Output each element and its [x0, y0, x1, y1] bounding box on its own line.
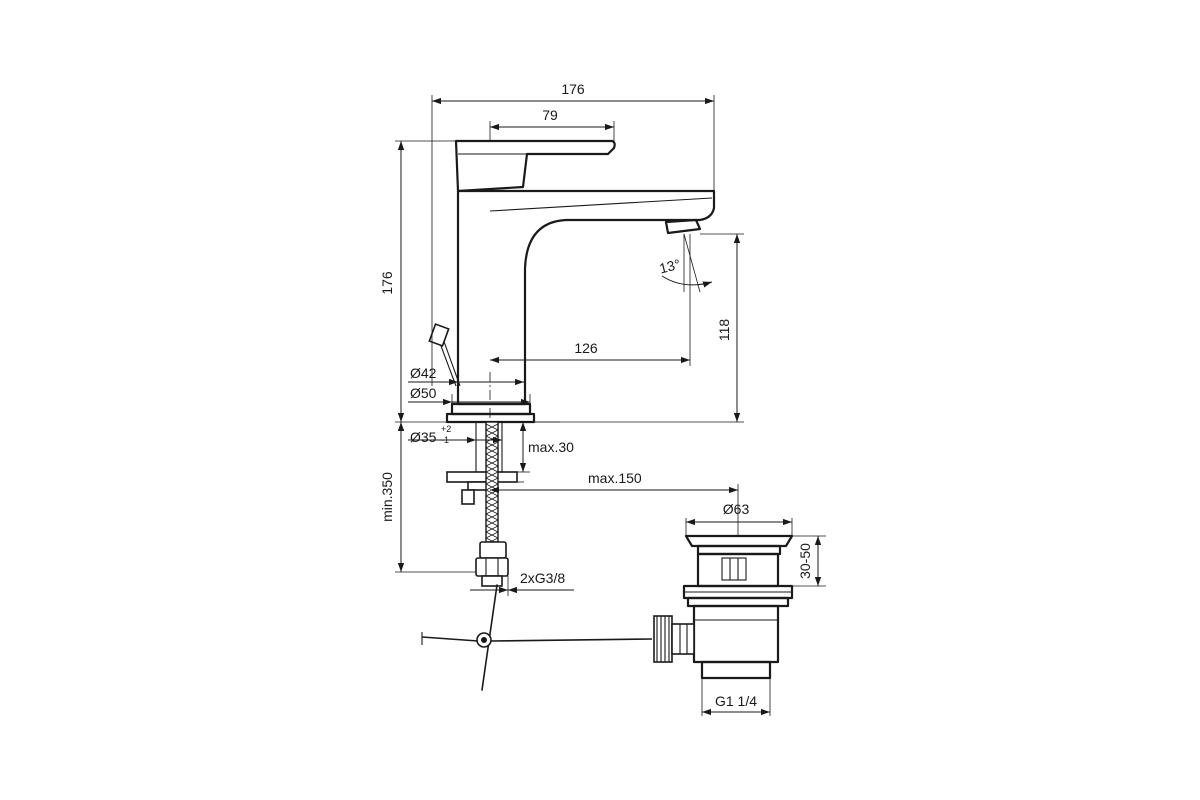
waste-drain [653, 534, 794, 680]
faucet-lever [454, 139, 616, 193]
label-connection: 2xG3/8 [520, 570, 565, 586]
faucet [428, 139, 716, 430]
label-min-hose: min.350 [379, 472, 395, 522]
label-spout-height: 118 [716, 319, 732, 342]
faucet-body [456, 189, 716, 406]
label-waste-range: 30-50 [797, 543, 813, 579]
label-hole-dia: Ø35 [410, 429, 437, 445]
mounting-plate [446, 471, 518, 483]
label-overall-width: 176 [561, 81, 585, 97]
label-waste-thread: G1 1/4 [715, 693, 757, 709]
hose-fitting [479, 541, 507, 559]
dimension-lines [395, 95, 826, 716]
mounting [421, 421, 653, 691]
popup-knob [428, 323, 450, 347]
label-max-thickness: max.30 [528, 439, 574, 455]
label-lever-length: 79 [542, 107, 558, 123]
label-hole-tol-plus: +2 [441, 424, 451, 434]
label-max-reach: max.150 [588, 470, 642, 486]
faucet-aerator [664, 218, 702, 235]
label-angle: 13° [658, 256, 682, 277]
label-overall-height: 176 [379, 271, 395, 295]
label-spout-reach: 126 [574, 340, 598, 356]
label-hole-tol-minus: -1 [441, 435, 449, 445]
label-waste-dia: Ø63 [723, 501, 750, 517]
label-base-dia: Ø50 [410, 385, 437, 401]
faucet-base [450, 402, 532, 416]
label-body-dia: Ø42 [410, 365, 437, 381]
dimension-labels: 176 79 176 118 126 13° Ø42 Ø50 Ø35 +2 -1… [379, 81, 813, 709]
